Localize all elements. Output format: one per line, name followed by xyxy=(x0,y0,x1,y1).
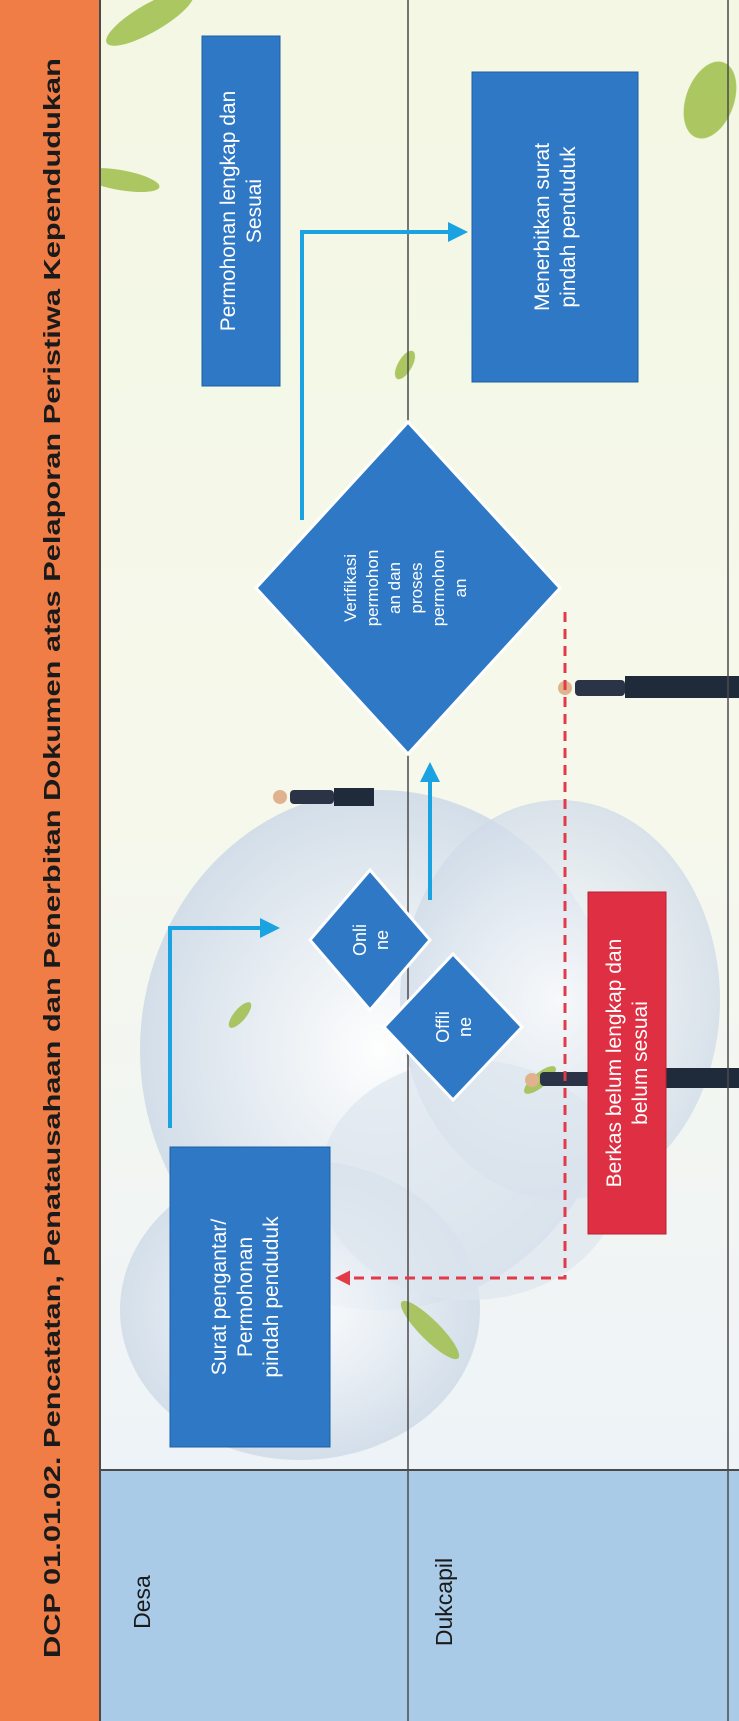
verifikasi-line-2: permohon xyxy=(363,550,382,627)
box-surat-line-3: pindah penduduk xyxy=(260,1216,283,1378)
offline-line-1: Offli xyxy=(433,1011,453,1043)
box-lengkap-line-2: Sesuai xyxy=(243,179,266,243)
arrow-verifikasi-to-terbit xyxy=(300,222,468,520)
box-surat-line-1: Surat pengantar/ xyxy=(208,1219,231,1376)
lane-label-dukcapil: Dukcapil xyxy=(431,1558,457,1646)
verifikasi-line-6: an xyxy=(451,579,470,598)
decision-online: Onli ne xyxy=(308,867,432,1013)
lane-label-panel xyxy=(100,1470,739,1721)
box-berkas-line-2: belum sesuai xyxy=(629,1001,652,1125)
box-surat-pengantar: Surat pengantar/ Permohonan pindah pendu… xyxy=(169,1146,331,1448)
box-lengkap-line-1: Permohonan lengkap dan xyxy=(217,91,240,332)
verifikasi-line-1: Verifikasi xyxy=(341,554,360,622)
box-menerbitkan-surat: Menerbitkan surat pindah penduduk xyxy=(471,71,639,383)
header-band xyxy=(0,0,100,1721)
decision-verifikasi: Verifikasi permohon an dan proses permoh… xyxy=(253,419,563,757)
box-terbit-line-1: Menerbitkan surat xyxy=(531,143,554,311)
box-terbit-line-2: pindah penduduk xyxy=(557,146,580,308)
decorative-person-2 xyxy=(558,676,739,698)
diagram-title: DCP 01.01.02. Pencatatan, Penatausahaan … xyxy=(39,58,65,1658)
offline-line-2: ne xyxy=(455,1017,475,1037)
box-berkas-belum-lengkap: Berkas belum lengkap dan belum sesuai xyxy=(587,891,667,1235)
verifikasi-line-4: proses xyxy=(407,562,426,613)
box-berkas-line-1: Berkas belum lengkap dan xyxy=(603,939,626,1188)
verifikasi-line-5: permohon xyxy=(429,550,448,627)
decision-offline: Offli ne xyxy=(381,951,525,1103)
lane-label-desa: Desa xyxy=(129,1575,155,1629)
arrow-reject-to-surat xyxy=(335,612,567,1286)
box-permohonan-lengkap: Permohonan lengkap dan Sesuai xyxy=(201,35,281,387)
online-line-2: ne xyxy=(372,930,392,950)
box-surat-line-2: Permohonan xyxy=(234,1237,257,1357)
online-line-1: Onli xyxy=(350,924,370,956)
decorative-person-1 xyxy=(273,788,374,806)
arrow-surat-to-online xyxy=(168,918,280,1128)
verifikasi-line-3: an dan xyxy=(385,562,404,614)
